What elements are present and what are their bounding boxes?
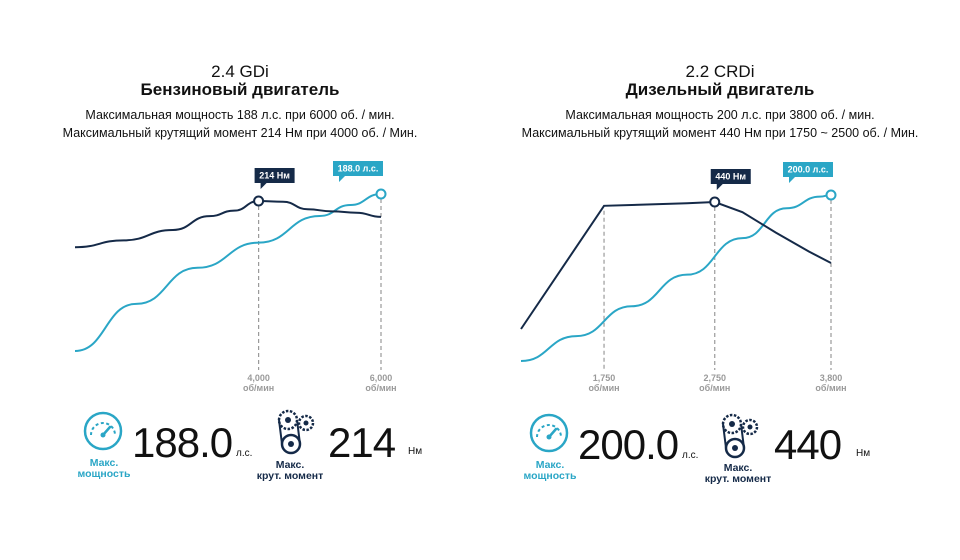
power-peak-marker [375,188,387,200]
rpm-tick-unit: об/мин [243,383,274,393]
torque-curve [520,200,832,330]
power-peak-marker [825,189,837,201]
power-caption: Макс. мощность [64,458,144,480]
torque-peak-callout-label: 214 Нм [259,171,290,181]
power-caption-line1: Макс. [89,457,119,469]
rpm-tick-label: 2,750 [703,373,726,383]
torque-caption: Макс. крут. момент [693,463,783,485]
rpm-tick-unit: об/мин [365,383,396,393]
torque-caption-line1: Макс. [723,462,753,474]
max-torque-spec: Максимальный крутящий момент 214 Нм при … [62,126,418,140]
power-peak-callout [783,162,833,183]
power-value: 200.0 [578,421,679,468]
max-torque-spec: Максимальный крутящий момент 440 Нм при … [521,126,919,140]
torque-peak-marker [253,195,265,207]
belt-drive-icon [721,413,759,459]
power-curve [520,194,832,362]
torque-value: 214 [328,419,396,466]
max-power-spec: Максимальная мощность 200 л.с. при 3800 … [565,108,875,122]
rpm-tick-unit: об/мин [699,383,730,393]
torque-caption-line2: крут. момент [704,473,772,485]
rpm-tick-label: 6,000 [370,373,393,383]
power-unit: л.с. [236,448,253,459]
rpm-tick-unit: об/мин [588,383,619,393]
torque-caption-line2: крут. момент [256,470,324,482]
rpm-tick-label: 1,750 [593,373,616,383]
torque-unit: Нм [408,446,423,457]
torque-unit: Нм [856,448,871,459]
torque-peak-callout [710,169,751,190]
rpm-tick-unit: об/мин [815,383,846,393]
engine-type-title: Дизельный двигатель [625,80,815,99]
engine-panel-gdi: 2.4 GDi Бензиновый двигатель Максимальна… [62,62,423,482]
power-caption-line2: мощность [77,468,131,480]
power-caption: Макс. мощность [510,460,590,482]
speedometer-icon [529,413,569,453]
power-caption-line2: мощность [523,470,577,482]
torque-curve [74,199,382,249]
power-peak-callout-label: 188.0 л.с. [338,164,379,174]
max-power-spec: Максимальная мощность 188 л.с. при 6000 … [85,108,395,122]
torque-peak-callout-label: 440 Нм [715,172,746,182]
engine-type-title: Бензиновый двигатель [140,80,340,99]
power-caption-line1: Макс. [535,459,565,471]
power-peak-callout [333,161,383,182]
power-curve [74,193,382,352]
engine-model-title: 2.4 GDi [211,62,269,81]
power-unit: л.с. [682,450,699,461]
torque-caption-line1: Макс. [275,459,305,471]
power-peak-callout-label: 200.0 л.с. [788,165,829,175]
torque-peak-callout [254,168,295,189]
speedometer-icon [83,411,123,451]
torque-caption: Макс. крут. момент [245,460,335,482]
engine-model-title: 2.2 CRDi [685,62,755,81]
power-value: 188.0 [132,419,233,466]
engine-panel-crdi: 2.2 CRDi Дизельный двигатель Максимальна… [480,0,960,560]
torque-peak-marker [709,196,721,208]
rpm-tick-label: 4,000 [247,373,270,383]
rpm-tick-label: 3,800 [820,373,843,383]
belt-drive-icon [277,409,315,455]
torque-value: 440 [774,421,842,468]
